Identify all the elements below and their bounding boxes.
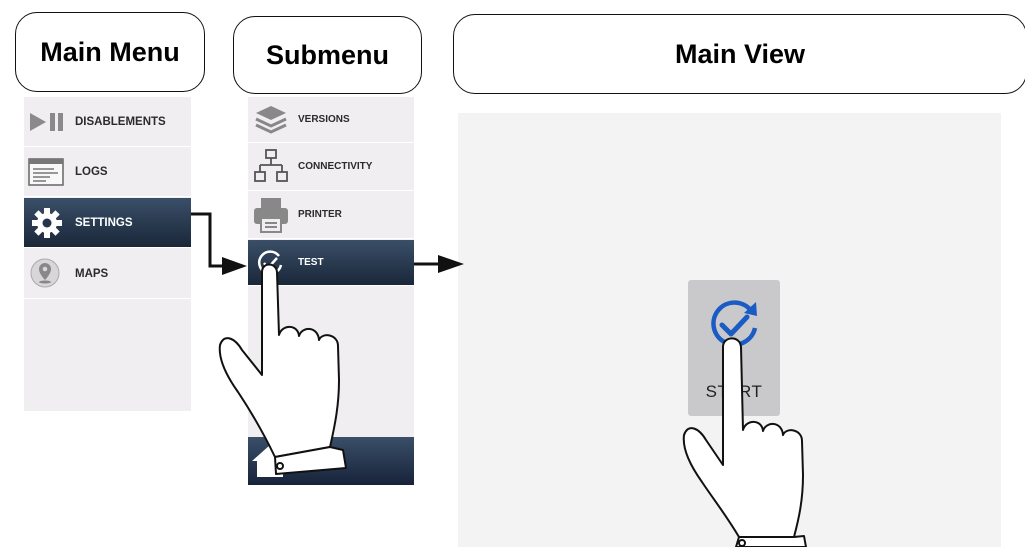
submenu-title: Submenu: [233, 16, 422, 94]
main-menu-item-settings[interactable]: SETTINGS: [24, 198, 191, 248]
submenu-item-connectivity[interactable]: CONNECTIVITY: [248, 143, 414, 191]
submenu-item-printer[interactable]: PRINTER: [248, 191, 414, 239]
main-menu-item-logs[interactable]: LOGS: [24, 147, 191, 197]
map-pin-icon: [30, 258, 60, 288]
play-pause-icon: [30, 113, 63, 131]
pointing-hand-icon: [682, 337, 807, 547]
submenu-item-label: VERSIONS: [298, 114, 350, 125]
main-view-title: Main View: [453, 14, 1025, 94]
submenu-item-label: TEST: [298, 257, 324, 268]
main-menu-item-disablements[interactable]: DISABLEMENTS: [24, 97, 191, 147]
main-menu-item-label: MAPS: [75, 267, 109, 280]
pointing-hand-icon: [218, 263, 347, 475]
main-menu-title: Main Menu: [15, 12, 205, 92]
printer-icon: [254, 198, 288, 233]
arrow-head: [438, 255, 464, 273]
layers-icon: [255, 106, 287, 134]
main-menu-item-label: SETTINGS: [75, 216, 133, 229]
gear-icon: [32, 208, 62, 238]
cycle-check-icon: [711, 300, 758, 347]
log-window-icon: [28, 158, 64, 186]
main-menu-item-label: DISABLEMENTS: [75, 115, 166, 128]
submenu-item-label: CONNECTIVITY: [298, 161, 373, 172]
main-menu-item-label: LOGS: [75, 165, 108, 178]
submenu-item-versions[interactable]: VERSIONS: [248, 97, 414, 143]
network-icon: [254, 149, 288, 182]
arrow-settings-to-test: [191, 212, 224, 268]
submenu-item-label: PRINTER: [298, 209, 342, 220]
main-menu-panel: DISABLEMENTS LOGS: [24, 97, 191, 411]
arrow-head: [222, 257, 247, 275]
main-menu-item-maps[interactable]: MAPS: [24, 249, 191, 299]
